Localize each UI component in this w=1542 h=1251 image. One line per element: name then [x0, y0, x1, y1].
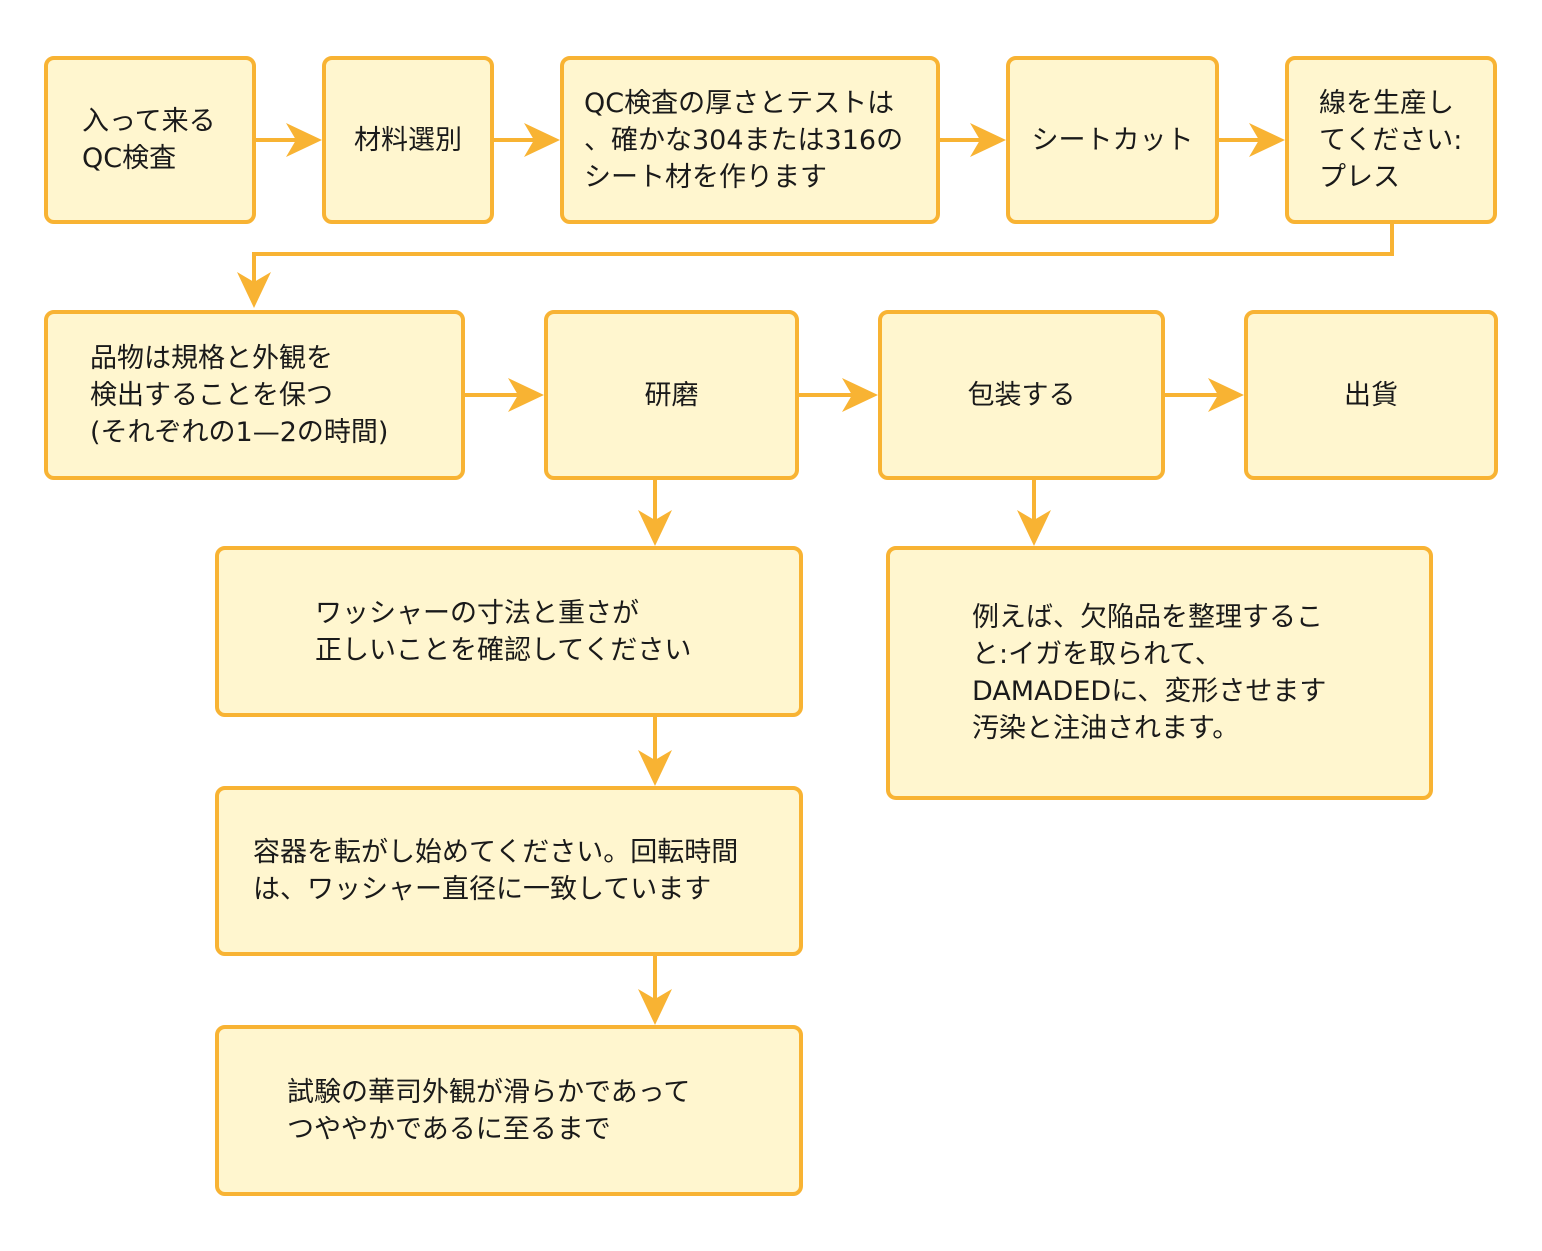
arrowhead-incoming-to-sort	[286, 123, 322, 157]
node-shipping: 出貨	[1244, 310, 1498, 480]
node-washer-check-label: ワッシャーの寸法と重さが 正しいことを確認してください	[315, 597, 692, 666]
node-material-sort: 材料選別	[322, 56, 494, 224]
arrowhead-sort-to-qc	[524, 123, 560, 157]
node-qc-thickness-label: QC検査の厚さとテストは 、確かな304または316の シート材を作ります	[584, 87, 904, 193]
node-appearance-test: 試験の華司外観が滑らかであって つややかであるに至るまで	[215, 1025, 803, 1196]
node-tumbling-label: 容器を転がし始めてください。回転時間 は、ワッシャー直径に一致しています	[253, 837, 739, 905]
node-product-check-label: 品物は規格と外観を 検出することを保つ (それぞれの1—2の時間)	[90, 342, 389, 448]
arrowhead-grind-to-pack	[842, 378, 878, 412]
arrow-line-to-check	[252, 224, 1394, 284]
node-grinding-label: 研磨	[644, 379, 699, 411]
node-washer-check: ワッシャーの寸法と重さが 正しいことを確認してください	[215, 546, 803, 717]
arrowhead-pack-to-defects	[1017, 510, 1051, 546]
arrowhead-qc-to-cut	[970, 123, 1006, 157]
node-incoming-qc: 入って来る QC検査	[44, 56, 256, 224]
node-sort-defects: 例えば、欠陥品を整理するこ と:イガを取られて、 DAMADEDに、変形させます…	[886, 546, 1433, 800]
node-produce-line: 線を生産し てください: プレス	[1285, 56, 1497, 224]
node-produce-line-label: 線を生産し てください: プレス	[1319, 87, 1463, 193]
node-grinding: 研磨	[544, 310, 799, 480]
node-incoming-qc-label: 入って来る QC検査	[82, 106, 216, 174]
node-product-check: 品物は規格と外観を 検出することを保つ (それぞれの1—2の時間)	[44, 310, 465, 480]
node-material-sort-label: 材料選別	[354, 124, 462, 156]
node-packing: 包装する	[878, 310, 1165, 480]
arrowhead-grind-to-washer	[638, 510, 672, 546]
node-appearance-test-label: 試験の華司外観が滑らかであって つややかであるに至るまで	[287, 1076, 691, 1145]
node-packing-label: 包装する	[967, 379, 1076, 411]
node-sheet-cut-label: シートカット	[1031, 124, 1194, 156]
arrowhead-pack-to-ship	[1208, 378, 1244, 412]
arrowhead-washer-to-tumble	[638, 750, 672, 786]
node-sheet-cut: シートカット	[1006, 56, 1219, 224]
arrowhead-line-to-check	[237, 272, 271, 308]
arrowhead-tumble-to-test	[638, 989, 672, 1025]
node-shipping-label: 出貨	[1344, 379, 1398, 411]
node-tumbling: 容器を転がし始めてください。回転時間 は、ワッシャー直径に一致しています	[215, 786, 803, 956]
node-sort-defects-label: 例えば、欠陥品を整理するこ と:イガを取られて、 DAMADEDに、変形させます…	[972, 602, 1327, 744]
arrowhead-check-to-grind	[508, 378, 544, 412]
arrowhead-cut-to-line	[1249, 123, 1285, 157]
node-qc-thickness: QC検査の厚さとテストは 、確かな304または316の シート材を作ります	[560, 56, 940, 224]
